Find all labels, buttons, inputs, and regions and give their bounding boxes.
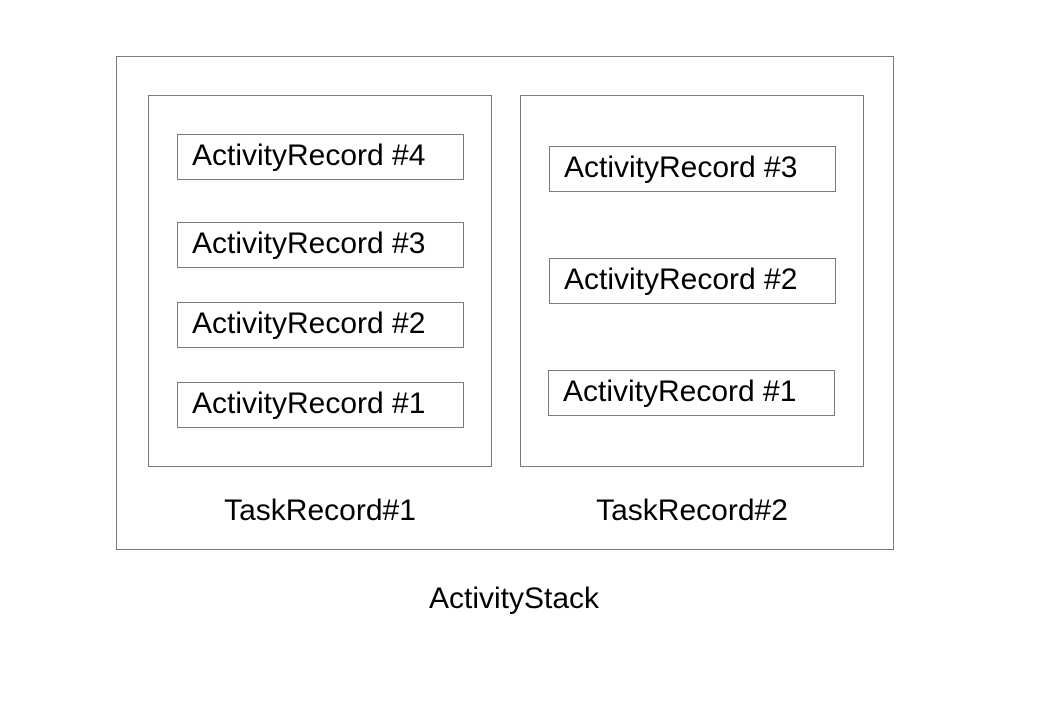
activity-record-box: ActivityRecord #1	[548, 370, 835, 416]
activity-record-box: ActivityRecord #3	[177, 222, 464, 268]
activity-record-box: ActivityRecord #4	[177, 134, 464, 180]
activity-record-box: ActivityRecord #2	[177, 302, 464, 348]
task-record-2-label: TaskRecord#2	[596, 494, 788, 527]
activity-record-box: ActivityRecord #2	[549, 258, 836, 304]
task-record-1-label: TaskRecord#1	[224, 494, 416, 527]
activity-stack-label: ActivityStack	[428, 582, 600, 615]
activity-record-box: ActivityRecord #3	[549, 146, 836, 192]
activity-record-box: ActivityRecord #1	[177, 382, 464, 428]
